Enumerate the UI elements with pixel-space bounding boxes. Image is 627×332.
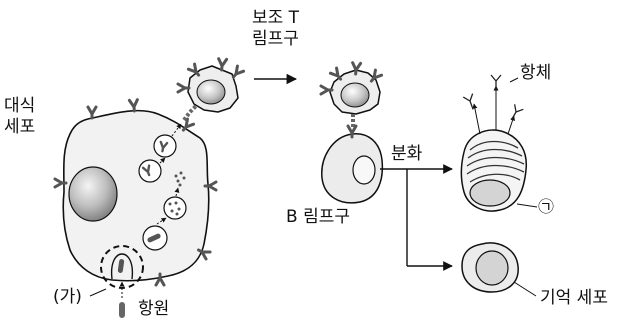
helper-t-label-line2: 림프구 bbox=[252, 29, 299, 50]
b-cell bbox=[322, 126, 383, 203]
macrophage-nucleus bbox=[69, 167, 117, 221]
macrophage-label: 대식 세포 bbox=[4, 96, 35, 138]
antigen-label: 항원 bbox=[138, 300, 169, 319]
differentiation-label: 분화 bbox=[391, 145, 422, 164]
b-cell-label: B 림프구 bbox=[286, 208, 350, 227]
region-ga-label: (가) bbox=[53, 288, 82, 307]
macrophage-cell bbox=[55, 100, 216, 285]
helper-t-cell-right bbox=[321, 63, 382, 128]
antigen-particle bbox=[119, 302, 125, 318]
antibody-label: 항체 bbox=[520, 64, 551, 83]
helper-t-label-line1: 보조 T bbox=[252, 8, 299, 29]
macrophage-label-line2: 세포 bbox=[4, 117, 35, 138]
memory-cell-label: 기억 세포 bbox=[540, 289, 608, 308]
differentiation-arrows bbox=[380, 169, 452, 266]
memory-cell bbox=[462, 243, 536, 296]
helper-t-cell-left bbox=[178, 59, 244, 112]
macrophage-label-line1: 대식 bbox=[4, 96, 35, 117]
helper-t-label: 보조 T 림프구 bbox=[252, 8, 299, 50]
plasma-cell bbox=[461, 75, 537, 211]
plasma-cell-mark: ㉠ bbox=[538, 197, 554, 216]
